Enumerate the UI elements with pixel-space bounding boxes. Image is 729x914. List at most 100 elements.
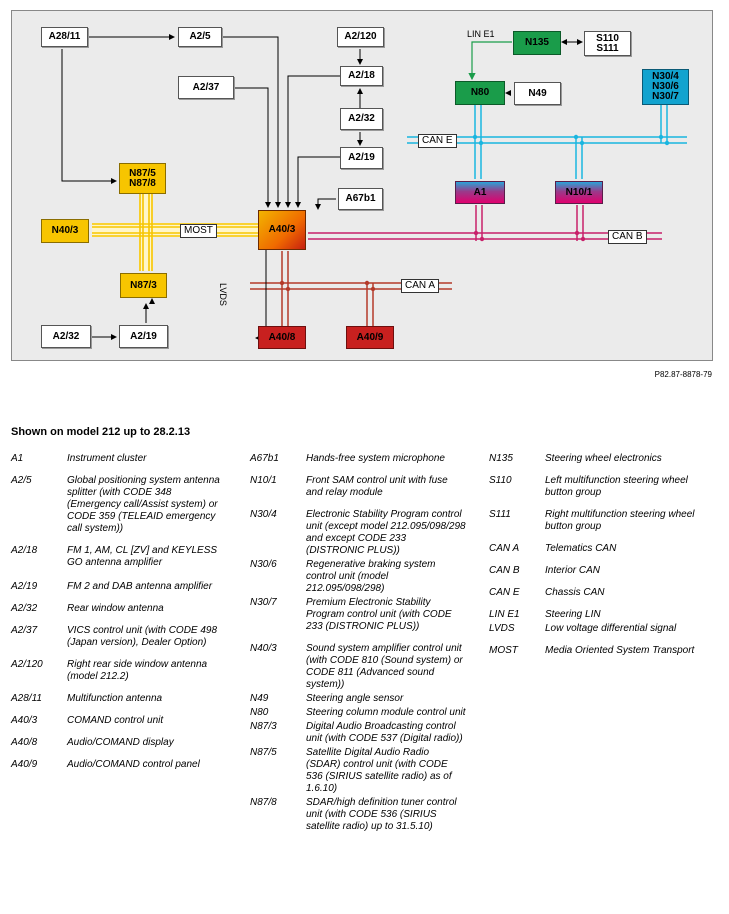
- legend-description: Audio/COMAND control panel: [67, 759, 200, 770]
- box-a2-19-top: A2/19: [340, 147, 383, 169]
- legend-description: Premium Electronic Stability Program con…: [306, 597, 452, 632]
- label-can-b: CAN B: [608, 230, 647, 244]
- legend-item: S110 Left multifunction steering wheel bu…: [489, 475, 719, 499]
- legend-code: CAN A: [489, 543, 520, 554]
- box-n87-3: N87/3: [120, 273, 167, 298]
- legend-code: N87/5: [250, 747, 277, 758]
- legend-code: N30/7: [250, 597, 277, 608]
- legend-description: Steering column module control unit: [306, 707, 466, 718]
- legend-description: Low voltage differential signal: [545, 623, 677, 634]
- label-can-a: CAN A: [401, 279, 440, 293]
- box-n49: N49: [514, 82, 561, 105]
- legend-description: Front SAM control unit with fuse and rel…: [306, 475, 448, 498]
- legend-description: COMAND control unit: [67, 715, 164, 726]
- most-bus: [92, 183, 260, 271]
- legend-description: Sound system amplifier control unit (wit…: [306, 643, 463, 690]
- legend-description: Steering angle sensor: [306, 693, 404, 704]
- legend-code: A2/5: [11, 475, 32, 486]
- legend-description: Global positioning system antenna splitt…: [67, 475, 220, 534]
- box-n10-1: N10/1: [555, 181, 603, 204]
- box-a40-9: A40/9: [346, 326, 394, 349]
- network-diagram: A28/11 A2/5 A2/120 A2/37 A2/18 A2/32 A2/…: [11, 10, 713, 361]
- legend-code: N10/1: [250, 475, 277, 486]
- legend-code: A40/8: [11, 737, 38, 748]
- legend-item: A1 Instrument cluster: [11, 453, 241, 465]
- page-heading: Shown on model 212 up to 28.2.13: [11, 426, 191, 438]
- legend-code: N80: [250, 707, 269, 718]
- box-a67b1: A67b1: [338, 188, 383, 210]
- legend-code: CAN B: [489, 565, 520, 576]
- label-can-e: CAN E: [418, 134, 457, 148]
- legend-code: LVDS: [489, 623, 515, 634]
- legend-item: LVDS Low voltage differential signal: [489, 623, 719, 635]
- box-a2-32-top: A2/32: [340, 108, 383, 130]
- signal-lines: [61, 34, 583, 340]
- legend-item: N40/3 Sound system amplifier control unit…: [250, 643, 480, 691]
- legend-code: MOST: [489, 645, 518, 656]
- connection-lines: [61, 34, 687, 341]
- legend-description: Left multifunction steering wheel button…: [545, 475, 688, 498]
- box-n135: N135: [513, 31, 561, 55]
- legend-code: N40/3: [250, 643, 277, 654]
- legend-description: Instrument cluster: [67, 453, 147, 464]
- figure-reference: P82.87-8878-79: [654, 370, 712, 379]
- legend-description: Digital Audio Broadcasting control unit …: [306, 721, 463, 744]
- legend-item: CAN B Interior CAN: [489, 565, 719, 577]
- box-a1: A1: [455, 181, 505, 204]
- legend-code: A1: [11, 453, 24, 464]
- legend-description: Electronic Stability Program control uni…: [306, 509, 466, 556]
- box-a2-120: A2/120: [337, 27, 384, 47]
- legend-code: A2/19: [11, 581, 38, 592]
- legend-description: Interior CAN: [545, 565, 601, 576]
- legend-item: CAN A Telematics CAN: [489, 543, 719, 555]
- legend-item: N80 Steering column module control unit: [250, 707, 480, 719]
- label-lvds: LVDS: [218, 283, 228, 306]
- legend-description: FM 2 and DAB antenna amplifier: [67, 581, 213, 592]
- box-a40-8: A40/8: [258, 326, 306, 349]
- label-most: MOST: [180, 224, 217, 238]
- legend-item: N10/1 Front SAM control unit with fuse an…: [250, 475, 480, 499]
- box-a40-3: A40/3: [258, 210, 306, 250]
- legend-code: A2/18: [11, 545, 38, 556]
- box-a2-32-bottom: A2/32: [41, 325, 91, 348]
- box-n80: N80: [455, 81, 505, 105]
- legend-description: Regenerative braking system control unit…: [306, 559, 436, 594]
- legend-description: Steering LIN: [545, 609, 601, 620]
- legend-description: SDAR/high definition tuner control unit …: [306, 797, 457, 832]
- legend-description: Rear window antenna: [67, 603, 164, 614]
- legend-code: S110: [489, 475, 512, 486]
- legend-description: Satellite Digital Audio Radio (SDAR) con…: [306, 747, 452, 794]
- box-n30: N30/4 N30/6 N30/7: [642, 69, 689, 105]
- box-a2-37: A2/37: [178, 76, 234, 99]
- legend-description: Multifunction antenna: [67, 693, 163, 704]
- legend-code: N30/4: [250, 509, 277, 520]
- box-a2-18: A2/18: [340, 66, 383, 86]
- legend-item: N30/4 Electronic Stability Program contro…: [250, 509, 480, 557]
- legend-code: A2/37: [11, 625, 38, 636]
- legend-code: N135: [489, 453, 513, 464]
- legend-item: A2/32 Rear window antenna: [11, 603, 241, 615]
- legend-item: A2/19 FM 2 and DAB antenna amplifier: [11, 581, 241, 593]
- legend-item: A2/5 Global positioning system antenna sp…: [11, 475, 241, 535]
- legend-description: Telematics CAN: [545, 543, 617, 554]
- legend-item: N30/7 Premium Electronic Stability Progra…: [250, 597, 480, 633]
- box-a2-19-bottom: A2/19: [119, 325, 168, 348]
- legend-code: A2/32: [11, 603, 38, 614]
- legend-description: Right rear side window antenna (model 21…: [67, 659, 208, 682]
